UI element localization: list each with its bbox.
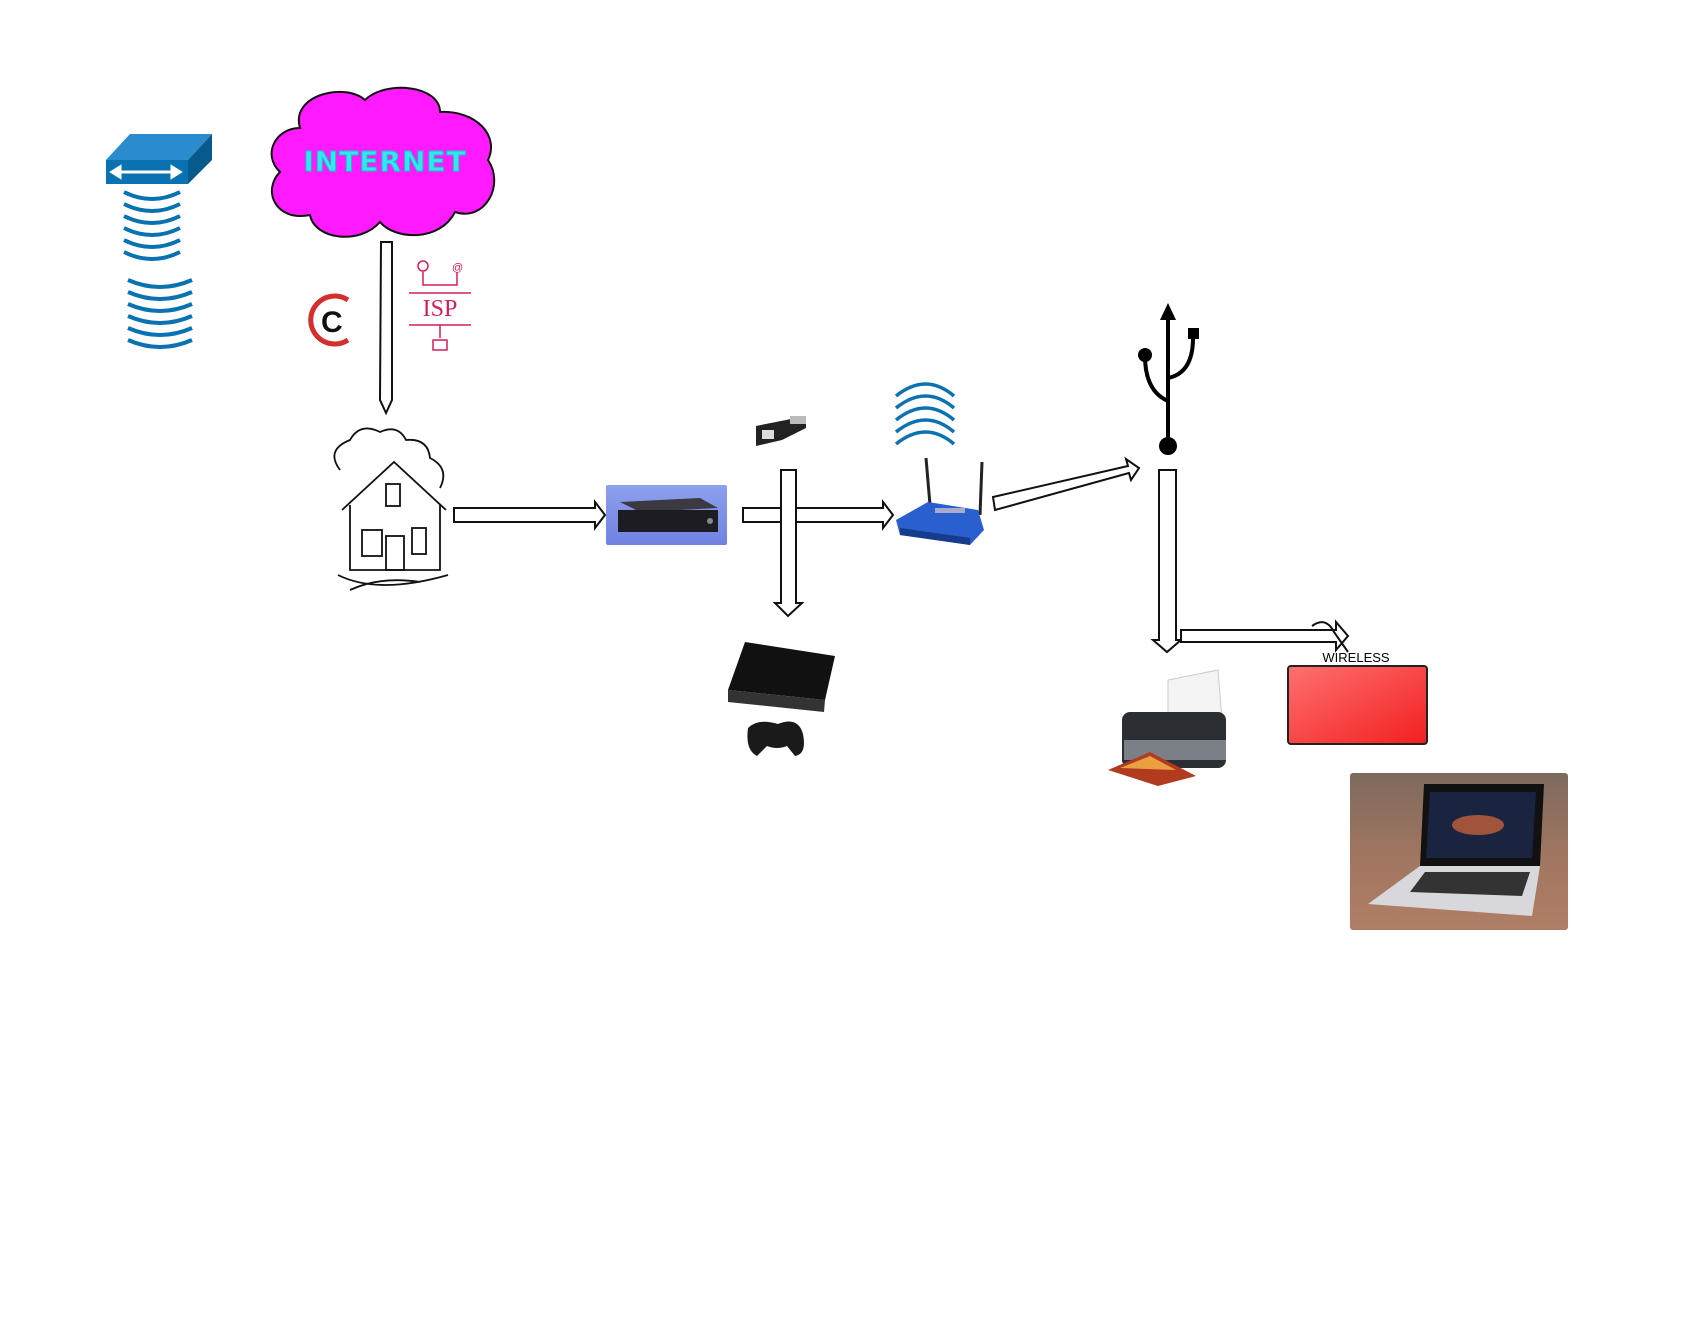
wireless-connector (1311, 621, 1349, 653)
wireless-router-image (896, 457, 984, 545)
wireless-label: WIRELESS (1322, 650, 1390, 665)
ethernet-adapter-icon (756, 416, 806, 446)
modem-image (606, 485, 727, 545)
arrow-modem-to-router (742, 499, 895, 531)
house-icon (333, 427, 449, 591)
internet-label: INTERNET (303, 145, 467, 179)
wireless-waves-icon (123, 190, 193, 349)
printer-image (1108, 669, 1226, 786)
isp-icon: @ (409, 260, 471, 351)
svg-text:C: C (321, 306, 343, 339)
router-wifi-waves-icon (894, 382, 956, 446)
arrow-house-to-modem (453, 499, 607, 531)
arrow-router-to-usb (991, 456, 1141, 512)
isp-label: ISP (422, 296, 458, 322)
arrow-usb-down (1150, 469, 1184, 654)
svg-text:@: @ (452, 262, 463, 274)
ps3-console-image (728, 642, 835, 756)
arrow-internet-to-house (378, 241, 393, 416)
arrow-to-wireless (1180, 619, 1350, 653)
arrow-down-to-ps3 (772, 469, 805, 618)
wireless-device-box (1287, 665, 1428, 745)
usb-icon (1138, 303, 1199, 455)
internet-cloud-icon (270, 86, 496, 238)
network-switch-icon (106, 134, 212, 184)
laptop-image (1350, 773, 1568, 930)
cable-provider-logo: C (308, 293, 350, 347)
